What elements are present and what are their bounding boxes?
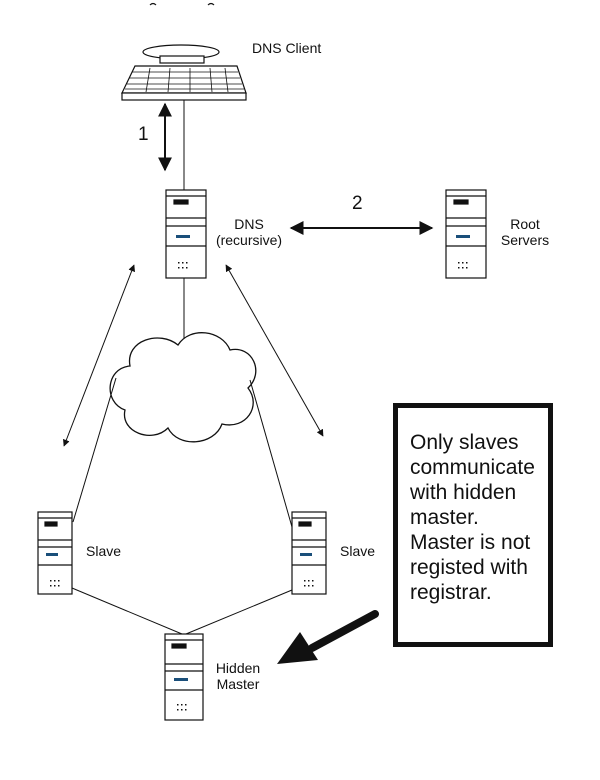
note-line: registed with	[410, 556, 528, 579]
root-servers-line1: Root	[510, 216, 540, 232]
note-line: Master is not	[410, 531, 531, 554]
root-servers-line2: Servers	[500, 232, 550, 248]
dns-recursive-line1: DNS	[234, 216, 264, 232]
root-server-icon	[445, 189, 487, 279]
dns-recursive-line2: (recursive)	[215, 232, 283, 248]
dns-client-label: DNS Client	[252, 40, 322, 56]
hidden-master-label: Hidden Master	[206, 660, 270, 692]
callout-arrow	[277, 610, 379, 664]
slave-right-label: Slave	[340, 543, 376, 559]
hidden-master-note: Only slaves communicate with hidden mast…	[393, 403, 553, 647]
note-line: with hidden	[410, 481, 517, 504]
note-line: master.	[410, 506, 479, 529]
step-1-label: 1	[138, 124, 149, 145]
note-line: registrar.	[410, 581, 492, 604]
root-servers-label: Root Servers	[492, 216, 558, 248]
arrow-dns-slave-left	[63, 264, 135, 447]
link-slave-right-master	[185, 589, 293, 635]
slave-left-server-icon	[37, 511, 73, 595]
dns-recursive-server-icon	[165, 189, 207, 279]
hidden-master-line2: Master	[216, 676, 260, 692]
step-2-label: 2	[352, 193, 363, 214]
slave-right-server-icon	[291, 511, 327, 595]
hidden-master-line1: Hidden	[215, 660, 261, 676]
slave-left-label: Slave	[86, 543, 122, 559]
note-line: communicate	[410, 456, 535, 479]
arrow-dns-slave-right	[225, 264, 324, 437]
link-slave-left-master	[71, 587, 183, 635]
dns-client-icon	[121, 2, 247, 101]
dns-recursive-label: DNS (recursive)	[212, 216, 286, 248]
internet-cloud-icon	[109, 332, 257, 443]
note-line: Only slaves	[410, 431, 519, 454]
hidden-master-server-icon	[164, 633, 204, 721]
link-cloud-slave-left	[72, 377, 117, 523]
